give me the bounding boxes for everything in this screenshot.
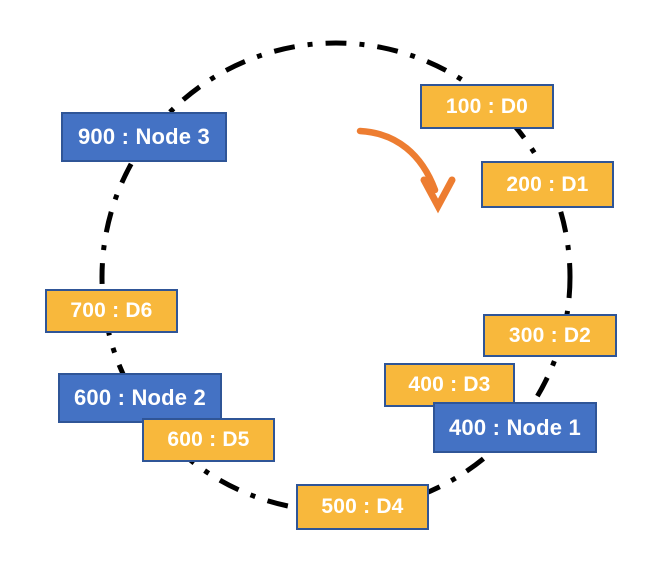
ring-node-900-node3: 900 : Node 3 — [61, 112, 227, 162]
ring-node-600-node2: 600 : Node 2 — [58, 373, 222, 423]
ring-data-300-d2: 300 : D2 — [483, 314, 617, 357]
ring-data-500-d4: 500 : D4 — [296, 484, 429, 530]
clockwise-arrow-icon — [356, 127, 456, 214]
ring-data-100-d0: 100 : D0 — [420, 84, 554, 129]
ring-data-700-d6: 700 : D6 — [45, 289, 178, 333]
ring-data-400-d3: 400 : D3 — [384, 363, 515, 407]
ring-data-600-d5: 600 : D5 — [142, 418, 275, 462]
ring-node-400-node1: 400 : Node 1 — [433, 402, 597, 453]
ring-data-200-d1: 200 : D1 — [481, 161, 614, 208]
